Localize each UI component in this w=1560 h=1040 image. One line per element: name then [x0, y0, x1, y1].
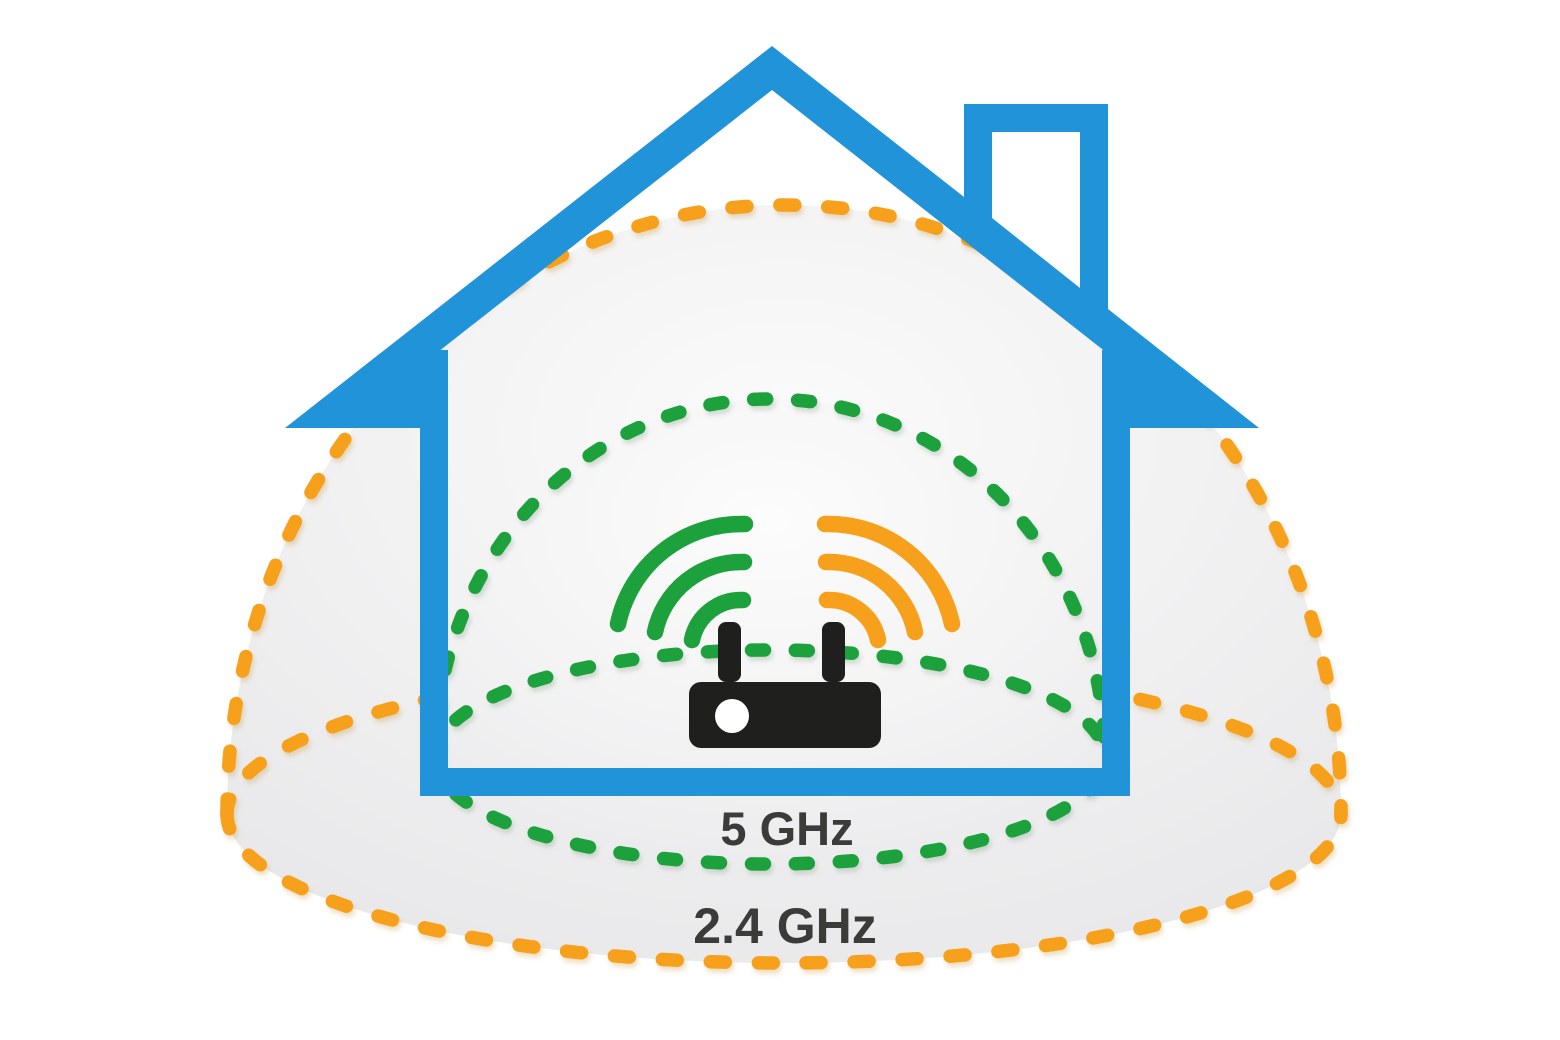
- orange-signal-arc-outer: [816, 515, 961, 633]
- coverage-24ghz-base-back-arc: [220, 658, 1348, 821]
- label-24ghz: 2.4 GHz: [693, 898, 876, 954]
- coverage-24ghz-silhouette-arc: [220, 198, 1348, 821]
- coverage-5ghz-silhouette-arc: [428, 392, 1112, 764]
- house-outline-icon: [285, 46, 1259, 796]
- coverage-dome-5ghz: [428, 392, 1112, 871]
- router-led-icon: [715, 699, 749, 733]
- label-5ghz: 5 GHz: [720, 802, 853, 855]
- roof-and-chimney: [285, 46, 1259, 428]
- orange-signal-arc-middle: [817, 553, 924, 641]
- router-antenna-right: [822, 622, 845, 682]
- coverage-5ghz-base-back-arc: [428, 643, 1112, 764]
- wifi-router-icon: [689, 622, 881, 748]
- green-signal-arc-outer: [609, 515, 754, 633]
- green-signal-arc-inner: [683, 591, 752, 649]
- orange-signal-arc-inner: [818, 591, 887, 649]
- router-antenna-left: [718, 622, 741, 682]
- wifi-signal-green-icon: [609, 515, 754, 649]
- green-signal-arc-middle: [646, 553, 753, 641]
- walls-and-floor: [420, 350, 1130, 796]
- coverage-dome-5ghz-fill: [435, 399, 1105, 864]
- coverage-24ghz-base-front-arc: [220, 807, 1348, 970]
- coverage-5ghz-base-front-arc: [428, 750, 1112, 871]
- wifi-signal-orange-icon: [816, 515, 961, 649]
